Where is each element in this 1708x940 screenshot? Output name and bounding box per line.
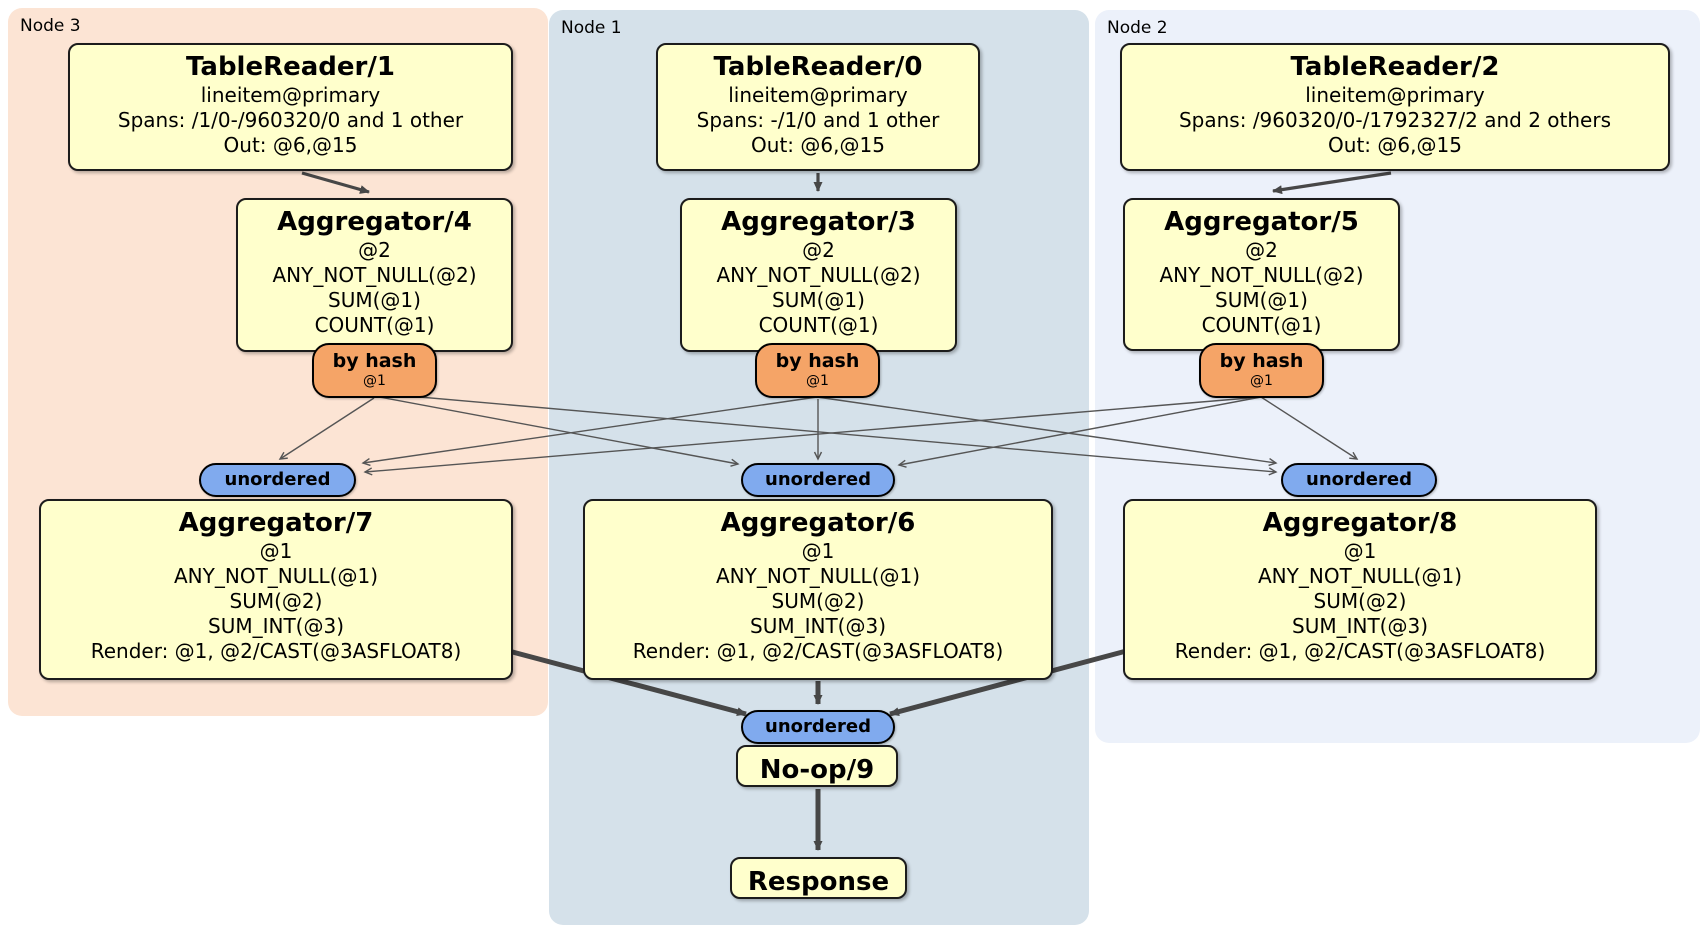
processor-title: TableReader/1 [186,52,395,82]
edge-tr2-agg5 [1272,171,1392,195]
processor-aggregator-5: Aggregator/5 @2 ANY_NOT_NULL(@2) SUM(@1)… [1123,198,1400,351]
processor-line: SUM(@1) [772,288,865,312]
router-detail: @1 [806,373,829,389]
processor-line: ANY_NOT_NULL(@2) [1159,263,1364,287]
processor-line: Render: @1, @2/CAST(@3ASFLOAT8) [1174,639,1546,663]
processor-aggregator-7: Aggregator/7 @1 ANY_NOT_NULL(@1) SUM(@2)… [39,499,513,680]
processor-line: COUNT(@1) [1201,313,1322,337]
processor-tablereader-2: TableReader/2 lineitem@primary Spans: /9… [1120,43,1670,171]
processor-line: lineitem@primary [200,83,381,107]
sync-unordered-node1: unordered [741,463,895,497]
edge-hash1-sync3 [361,396,818,467]
edge-tr1-agg4 [301,171,370,194]
processor-line: ANY_NOT_NULL(@2) [272,263,477,287]
processor-aggregator-4: Aggregator/4 @2 ANY_NOT_NULL(@2) SUM(@1)… [236,198,513,352]
processor-title: TableReader/0 [713,52,923,82]
processor-line: ANY_NOT_NULL(@1) [1258,564,1462,588]
router-detail: @1 [1250,373,1273,389]
processor-line: lineitem@primary [728,83,908,107]
processor-title: Aggregator/6 [720,508,916,538]
router-label: by hash [775,350,860,372]
router-by-hash-node1: by hash @1 [755,343,880,398]
edge-hash2-sync2 [1260,396,1359,460]
processor-line: SUM(@2) [229,589,323,613]
processor-aggregator-8: Aggregator/8 @1 ANY_NOT_NULL(@1) SUM(@2)… [1123,499,1597,680]
processor-line: Out: @6,@15 [751,133,885,157]
processor-noop-9: No-op/9 [736,745,898,787]
processor-line: Spans: /960320/0-/1792327/2 and 2 others [1178,108,1611,132]
processor-aggregator-6: Aggregator/6 @1 ANY_NOT_NULL(@1) SUM(@2)… [583,499,1053,680]
processor-line: SUM(@1) [1215,288,1308,312]
processor-line: SUM_INT(@3) [750,614,886,638]
processor-line: @1 [259,539,293,563]
edge-hash3-sync3 [278,397,375,460]
processor-line: SUM_INT(@3) [208,614,344,638]
router-by-hash-node2: by hash @1 [1199,343,1324,398]
router-label: by hash [332,350,417,372]
processor-line: SUM_INT(@3) [1292,614,1428,638]
region-node3-label: Node 3 [20,16,81,36]
processor-response: Response [730,857,907,899]
router-label: by hash [1219,350,1304,372]
edge-hash2-sync3 [363,396,1262,476]
edge-hash1-sync2 [816,396,1278,467]
edge-agg8-syncfinal [889,647,1131,717]
processor-line: lineitem@primary [1305,83,1485,107]
edge-hash3-sync1 [373,395,740,467]
processor-line: ANY_NOT_NULL(@1) [716,564,920,588]
processor-line: Render: @1, @2/CAST(@3ASFLOAT8) [90,639,462,663]
processor-line: SUM(@1) [328,288,421,312]
edge-hash3-sync2 [373,392,1278,476]
processor-line: @1 [1343,539,1377,563]
processor-line: Out: @6,@15 [1328,133,1462,157]
processor-line: COUNT(@1) [758,313,879,337]
processor-title: No-op/9 [759,755,875,785]
processor-line: Spans: /1/0-/960320/0 and 1 other [117,108,464,132]
sync-unordered-final: unordered [741,710,895,744]
processor-tablereader-0: TableReader/0 lineitem@primary Spans: -/… [656,43,980,171]
sync-unordered-node3: unordered [199,463,356,497]
processor-line: Render: @1, @2/CAST(@3ASFLOAT8) [632,639,1004,663]
processor-line: SUM(@2) [1313,589,1407,613]
processor-line: @2 [802,238,835,262]
processor-line: @2 [358,238,391,262]
processor-line: SUM(@2) [771,589,865,613]
processor-title: TableReader/2 [1290,52,1500,82]
processor-line: COUNT(@1) [314,313,435,337]
processor-title: Aggregator/4 [277,207,472,237]
processor-line: Spans: -/1/0 and 1 other [696,108,940,132]
router-by-hash-node3: by hash @1 [312,343,437,398]
processor-line: Out: @6,@15 [223,133,358,157]
processor-line: @1 [801,539,835,563]
processor-line: ANY_NOT_NULL(@2) [716,263,921,287]
processor-title: Aggregator/5 [1164,207,1359,237]
sync-unordered-node2: unordered [1281,463,1437,497]
processor-title: Aggregator/7 [178,508,374,538]
processor-line: @2 [1245,238,1278,262]
processor-aggregator-3: Aggregator/3 @2 ANY_NOT_NULL(@2) SUM(@1)… [680,198,957,352]
edge-agg7-syncfinal [504,647,747,717]
region-node2-label: Node 2 [1107,18,1168,38]
processor-tablereader-1: TableReader/1 lineitem@primary Spans: /1… [68,43,513,171]
processor-title: Aggregator/3 [721,207,916,237]
edge-hash2-sync1 [897,396,1262,468]
region-node1-label: Node 1 [561,18,622,38]
processor-line: ANY_NOT_NULL(@1) [174,564,378,588]
processor-title: Aggregator/8 [1262,508,1458,538]
processor-title: Response [747,867,890,897]
router-detail: @1 [363,373,386,389]
